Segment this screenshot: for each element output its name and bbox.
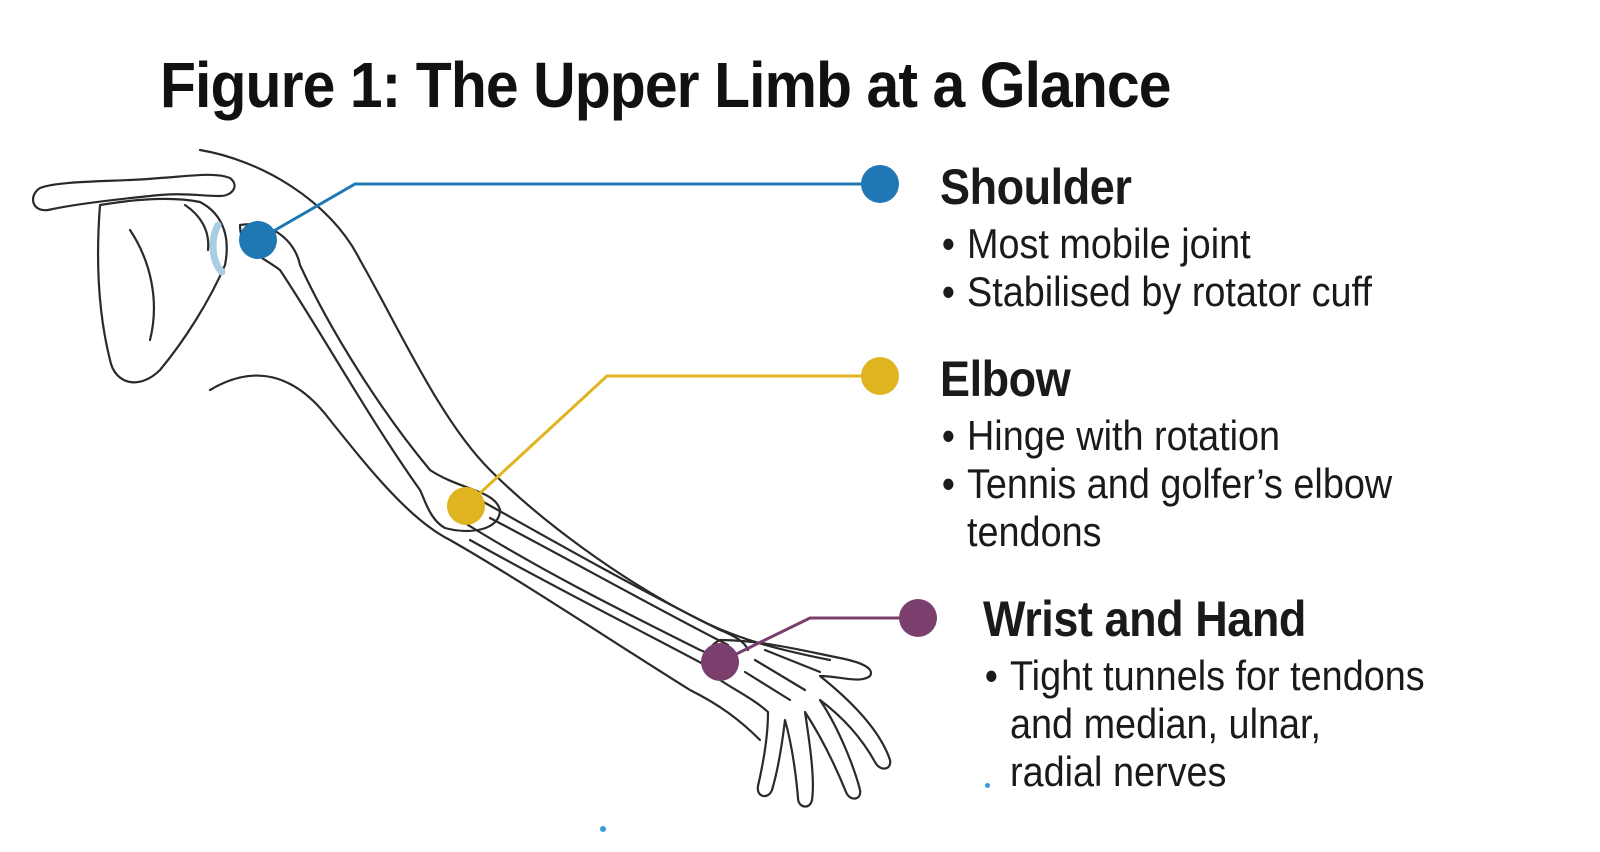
wrist-joint-marker <box>701 643 739 681</box>
bullet-icon: • <box>941 268 956 315</box>
elbow-point: •Tennis and golfer’s elbow <box>941 460 1393 507</box>
bullet-icon: • <box>941 460 956 507</box>
wrist-points: •Tight tunnels for tendons and median, u… <box>983 652 1474 796</box>
bullet-icon: • <box>984 652 999 699</box>
arm-outline-lower <box>208 374 762 742</box>
elbow-point-continuation: tendons <box>967 508 1102 555</box>
bullet-icon: • <box>941 412 956 459</box>
stray-dot <box>600 826 606 832</box>
shoulder-cartilage <box>209 221 226 276</box>
shoulder-point: •Stabilised by rotator cuff <box>941 268 1372 315</box>
shoulder-leader-line <box>257 182 880 242</box>
elbow-label-marker <box>861 357 899 395</box>
wrist-point-continuation: and median, ulnar, <box>1010 700 1322 747</box>
wrist-label: Wrist and Hand •Tight tunnels for tendon… <box>983 590 1474 796</box>
wrist-leader-line <box>719 616 918 664</box>
shoulder-points: •Most mobile joint •Stabilised by rotato… <box>940 220 1420 316</box>
bullet-icon: • <box>941 220 956 267</box>
wrist-point-continuation: radial nerves <box>1010 748 1227 795</box>
humerus <box>238 223 502 532</box>
clavicle <box>31 173 236 212</box>
shoulder-joint-marker <box>239 221 277 259</box>
wrist-heading: Wrist and Hand <box>983 591 1306 647</box>
shoulder-label: Shoulder •Most mobile joint •Stabilised … <box>940 158 1420 316</box>
shoulder-heading: Shoulder <box>940 159 1132 215</box>
elbow-label: Elbow •Hinge with rotation •Tennis and g… <box>940 350 1442 556</box>
radius <box>478 498 750 652</box>
stray-dot <box>985 783 990 788</box>
ulna <box>458 518 732 670</box>
elbow-heading: Elbow <box>940 351 1071 407</box>
arm-outline-upper <box>198 148 832 662</box>
elbow-points: •Hinge with rotation •Tennis and golfer’… <box>940 412 1442 556</box>
hand-outline <box>705 638 892 808</box>
wrist-point: •Tight tunnels for tendons <box>984 652 1425 699</box>
figure-title: Figure 1: The Upper Limb at a Glance <box>160 49 1171 121</box>
shoulder-point: •Most mobile joint <box>941 220 1251 267</box>
shoulder-label-marker <box>861 165 899 203</box>
elbow-joint-marker <box>447 487 485 525</box>
elbow-leader-line <box>464 374 880 508</box>
wrist-label-marker <box>899 599 937 637</box>
elbow-point: •Hinge with rotation <box>941 412 1281 459</box>
scapula <box>96 197 228 384</box>
